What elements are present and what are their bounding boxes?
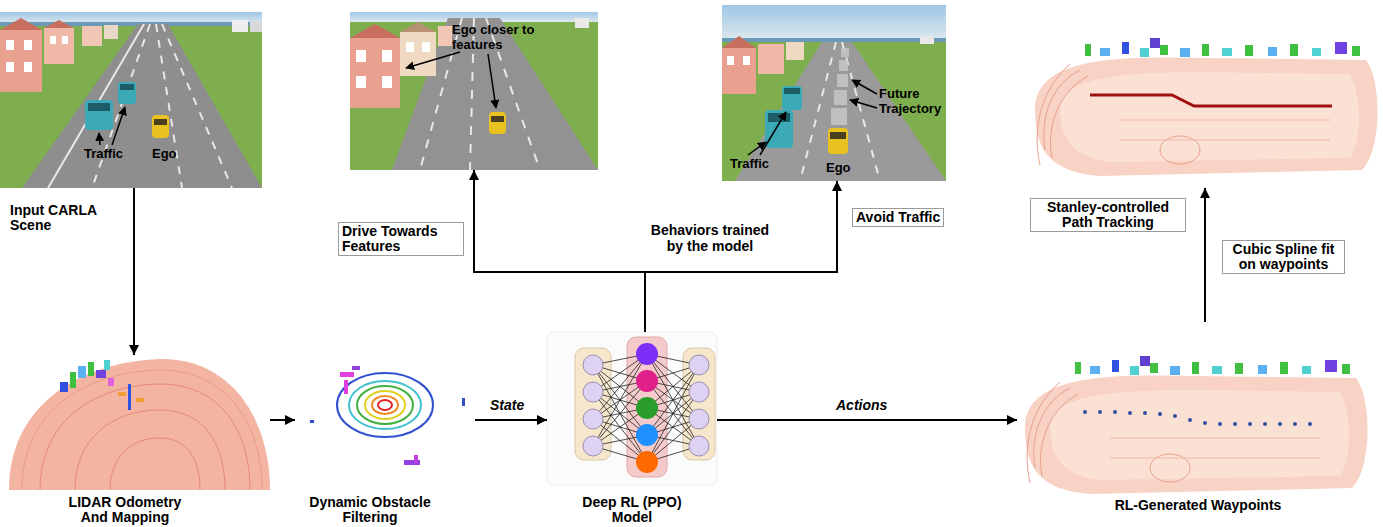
flow-arrow xyxy=(475,419,547,421)
image-panel: RL-Generated Waypoints xyxy=(1017,322,1380,487)
annotation-label: Ego xyxy=(152,146,177,161)
edge-label: State xyxy=(490,398,524,413)
panel-caption: Deep RL (PPO) Model xyxy=(572,495,692,525)
annotation-label: Behaviors trained by the model xyxy=(645,222,775,254)
annotation-label: Ego closer to features xyxy=(452,22,547,52)
edge-label: Actions xyxy=(836,398,887,413)
image-panel: LIDAR Odometry And Mapping xyxy=(7,355,270,490)
annotation-label: Ego xyxy=(826,160,851,175)
panel-caption: Drive Towards Features xyxy=(338,222,464,256)
image-panel: Deep RL (PPO) Model xyxy=(547,332,717,485)
flow-arrow xyxy=(270,419,295,421)
flow-arrow xyxy=(133,188,135,355)
annotation-label: Traffic xyxy=(84,146,123,161)
image-panel: Dynamic Obstacle Filtering xyxy=(295,335,475,475)
annotation-label: Future Trajectory xyxy=(879,86,945,116)
panel-caption: Dynamic Obstacle Filtering xyxy=(300,495,440,525)
image-panel: Input CARLA Scene xyxy=(0,12,262,188)
panel-caption: RL-Generated Waypoints xyxy=(1108,498,1288,513)
flow-arrow xyxy=(717,419,1017,421)
image-panel: Stanley-controlled Path Tracking xyxy=(1027,5,1380,188)
flow-arrow xyxy=(474,170,645,332)
flow-arrow xyxy=(645,181,837,332)
panel-caption: Avoid Traffic xyxy=(852,208,944,227)
panel-caption: Stanley-controlled Path Tracking xyxy=(1030,198,1186,232)
annotation-label: Traffic xyxy=(730,156,769,171)
panel-caption: Input CARLA Scene xyxy=(10,203,120,233)
edge-label: Cubic Spline fit on waypoints xyxy=(1222,240,1345,274)
flow-arrow xyxy=(1204,188,1206,322)
panel-caption: LIDAR Odometry And Mapping xyxy=(60,495,190,525)
